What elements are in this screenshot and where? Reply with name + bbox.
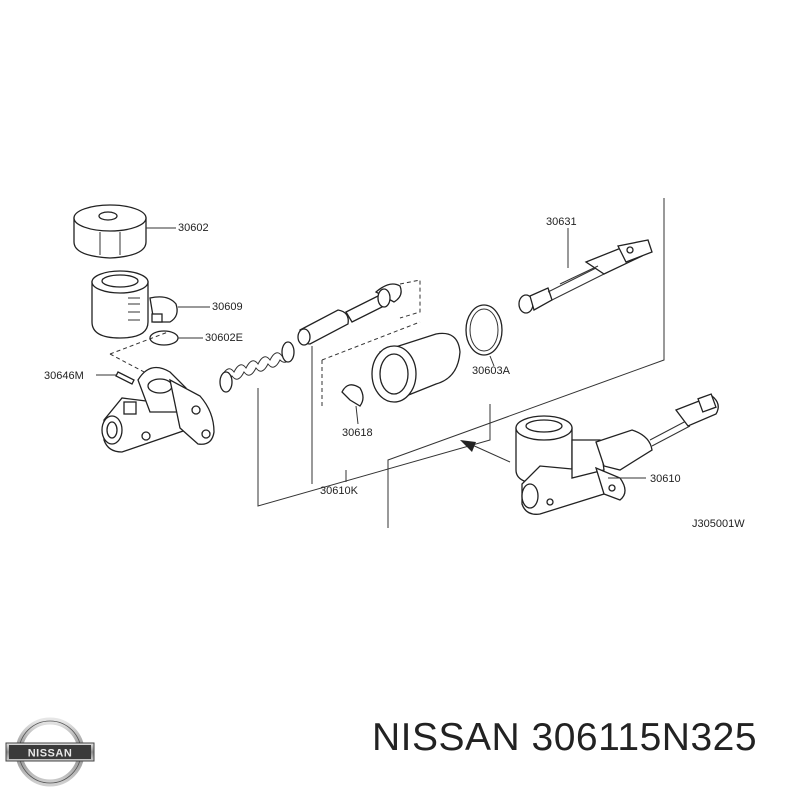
- reservoir-cap: [73, 204, 147, 259]
- part-number-caption: NISSAN 306115N325: [372, 716, 758, 759]
- label-30618: 30618: [342, 427, 373, 439]
- piston-cup: [371, 332, 461, 403]
- label-30631: 30631: [546, 216, 577, 228]
- push-rod: [518, 228, 653, 314]
- assembly-arrow: [460, 440, 511, 463]
- kit-bracket: [257, 321, 491, 507]
- assembly-frame: [387, 198, 665, 528]
- label-30610k: 30610K: [320, 485, 359, 497]
- cylinder-body: [101, 366, 215, 453]
- reservoir-body: [91, 270, 149, 339]
- o-ring: [465, 304, 503, 356]
- label-30609: 30609: [212, 301, 243, 313]
- return-spring: [219, 341, 295, 393]
- logo-text: NISSAN: [28, 748, 73, 760]
- roll-pin: [115, 371, 135, 385]
- master-cylinder-assembly: [515, 393, 719, 515]
- label-30602e: 30602E: [205, 332, 243, 344]
- piston: [297, 283, 402, 346]
- hose-clip: [149, 296, 178, 323]
- label-30602: 30602: [178, 222, 209, 234]
- label-30603a: 30603A: [472, 365, 511, 377]
- diagram-code: J305001W: [692, 518, 745, 530]
- snap-ring: [341, 384, 364, 407]
- nissan-logo: NISSAN: [5, 717, 95, 787]
- label-30610: 30610: [650, 473, 681, 485]
- label-30646m: 30646M: [44, 370, 84, 382]
